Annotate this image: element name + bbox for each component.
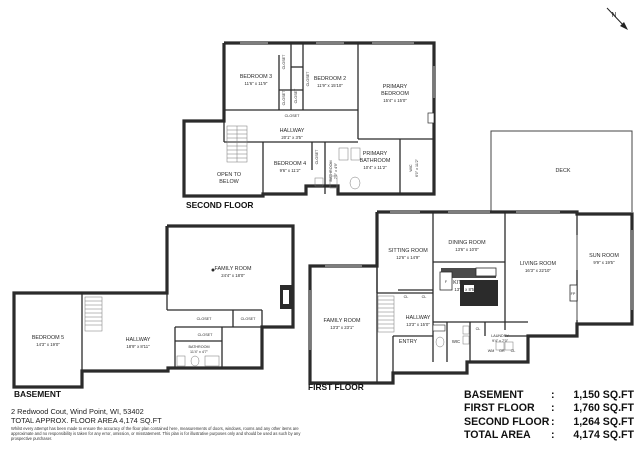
area-row-second-floor: SECOND FLOOR : 1,264 SQ.FT <box>464 415 634 428</box>
wic-dims: 6'0" x 11'2" <box>415 158 419 177</box>
closet-label: CLOSET <box>285 114 301 118</box>
deck-outline <box>490 130 633 212</box>
area-row-value: 1,150 SQ.FT <box>573 389 634 401</box>
basement-family-room-name: FAMILY ROOM <box>215 266 252 272</box>
first-floor-plan <box>308 210 634 385</box>
bedroom-4-name: BEDROOM 4 <box>274 161 306 167</box>
north-label: N <box>611 12 616 19</box>
area-row-value: 1,264 SQ.FT <box>573 415 634 428</box>
closet-label: CLOSET <box>294 88 298 104</box>
hallway-2-name: HALLWAY <box>280 128 305 134</box>
area-row-total: TOTAL AREA : 4,174 SQ.FT <box>464 429 634 442</box>
wic-label: WIC <box>452 339 460 344</box>
closet-label: CLOSET <box>306 71 310 87</box>
basement-family-room-dims: 24'4" x 18'0" <box>221 273 245 278</box>
dining-room-name: DINING ROOM <box>448 240 486 246</box>
north-arrow-icon: N <box>606 7 628 30</box>
primary-bedroom-name-2: BEDROOM <box>381 91 409 97</box>
hallway-1-name: HALLWAY <box>406 315 431 321</box>
fireplace-label: FP <box>571 292 576 296</box>
dishwasher-label: DW <box>483 271 490 275</box>
primary-bathroom-dims: 10'4" x 11'2" <box>363 165 387 170</box>
kitchen-name: KITCHEN <box>453 280 477 286</box>
basement-bathroom-name: BATHROOM <box>188 345 209 349</box>
second-floor-plan <box>182 41 436 198</box>
entry-name: ENTRY <box>399 339 418 345</box>
primary-bathroom-name-2: BATHROOM <box>360 158 391 164</box>
dining-room-dims: 13'6" x 10'0" <box>455 247 479 252</box>
closet-label: CLOSET <box>241 317 257 321</box>
closet-short-label: CL <box>476 327 481 331</box>
wic-name: WIC <box>409 164 413 172</box>
bedroom-5-dims: 14'3" x 19'0" <box>36 342 60 347</box>
closet-short-label: CL <box>422 295 427 299</box>
closet-label: CLOSET <box>197 317 213 321</box>
basement-title: BASEMENT <box>14 389 62 399</box>
basement-plan <box>12 224 295 389</box>
disclaimer-text: Whilst every attempt has been made to en… <box>11 426 301 441</box>
bedroom-2-dims: 11'9" x 15'10" <box>317 83 343 88</box>
property-address: 2 Redwood Cout, Wind Point, WI, 53402 <box>11 407 144 416</box>
area-row-value: 1,760 SQ.FT <box>573 402 634 415</box>
closet-label: CLOSET <box>282 54 286 70</box>
dryer-label: DR <box>499 349 505 353</box>
living-room-name: LIVING ROOM <box>520 261 556 267</box>
open-to-below-name-2: BELOW <box>219 179 239 185</box>
sun-room-name: SUN ROOM <box>589 253 619 259</box>
sitting-room-name: SITTING ROOM <box>388 248 428 254</box>
area-row-label: TOTAL AREA <box>464 429 531 442</box>
area-row-basement: BASEMENT : 1,150 SQ.FT <box>464 389 634 401</box>
first-floor-title: FIRST FLOOR <box>308 382 364 392</box>
sitting-room-dims: 12'6" x 14'9" <box>396 255 420 260</box>
basement-hallway-name: HALLWAY <box>126 337 151 343</box>
sun-room-dims: 9'9" x 19'5" <box>593 260 615 265</box>
washer-label: WM <box>488 349 495 353</box>
laundry-name: LAUNDRY <box>491 334 509 338</box>
hallway-2-dims: 20'1" x 3'5" <box>281 135 303 140</box>
area-row-label: BASEMENT <box>464 389 524 401</box>
area-row-first-floor: FIRST FLOOR : 1,760 SQ.FT <box>464 402 634 415</box>
fridge-label: F <box>445 280 448 284</box>
area-row-label: FIRST FLOOR <box>464 402 535 415</box>
closet-label: CLOSET <box>282 90 286 106</box>
area-summary-table: BASEMENT : 1,150 SQ.FT FIRST FLOOR : 1,7… <box>464 389 634 443</box>
basement-hallway-dims: 18'9" x 8'11" <box>126 344 150 349</box>
primary-bathroom-name: PRIMARY <box>363 151 388 157</box>
bathroom-2-name: BATHROOM <box>329 160 333 181</box>
total-approx-area: TOTAL APPROX. FLOOR AREA 4,174 SQ.FT <box>11 416 162 425</box>
area-row-value: 4,174 SQ.FT <box>573 429 634 442</box>
bedroom-3-dims: 11'6" x 11'9" <box>245 81 268 86</box>
closet-label: CLOSET <box>198 333 214 337</box>
family-room-1-dims: 13'3" x 23'1" <box>330 325 354 330</box>
primary-bedroom-name: PRIMARY <box>383 84 408 90</box>
basement-bathroom-dims: 11'4" x 4'7" <box>190 350 209 354</box>
closet-short-label: CL <box>511 349 516 353</box>
primary-bedroom-dims: 15'4" x 15'0" <box>383 98 407 103</box>
hallway-1-dims: 13'3" x 15'0" <box>406 322 430 327</box>
deck-name: DECK <box>556 168 571 174</box>
open-to-below-name: OPEN TO <box>217 172 241 178</box>
kitchen-dims: 13'6" x 8'5" <box>454 287 476 292</box>
bathroom-2-dims: 7'0" x 4'9" <box>334 162 338 179</box>
bedroom-3-name: BEDROOM 3 <box>240 74 272 80</box>
closet-short-label: CL <box>404 295 409 299</box>
bedroom-4-dims: 9'6" x 11'2" <box>280 168 301 173</box>
area-row-label: SECOND FLOOR <box>464 415 550 428</box>
second-floor-title: SECOND FLOOR <box>186 200 253 210</box>
family-room-1-name: FAMILY ROOM <box>324 318 361 324</box>
bedroom-2-name: BEDROOM 2 <box>314 76 346 82</box>
bedroom-5-name: BEDROOM 5 <box>32 335 64 341</box>
closet-label: CLOSET <box>315 149 319 165</box>
laundry-dims: 9'4" x 7'0" <box>492 339 509 343</box>
living-room-dims: 16'3" x 22'10" <box>525 268 551 273</box>
